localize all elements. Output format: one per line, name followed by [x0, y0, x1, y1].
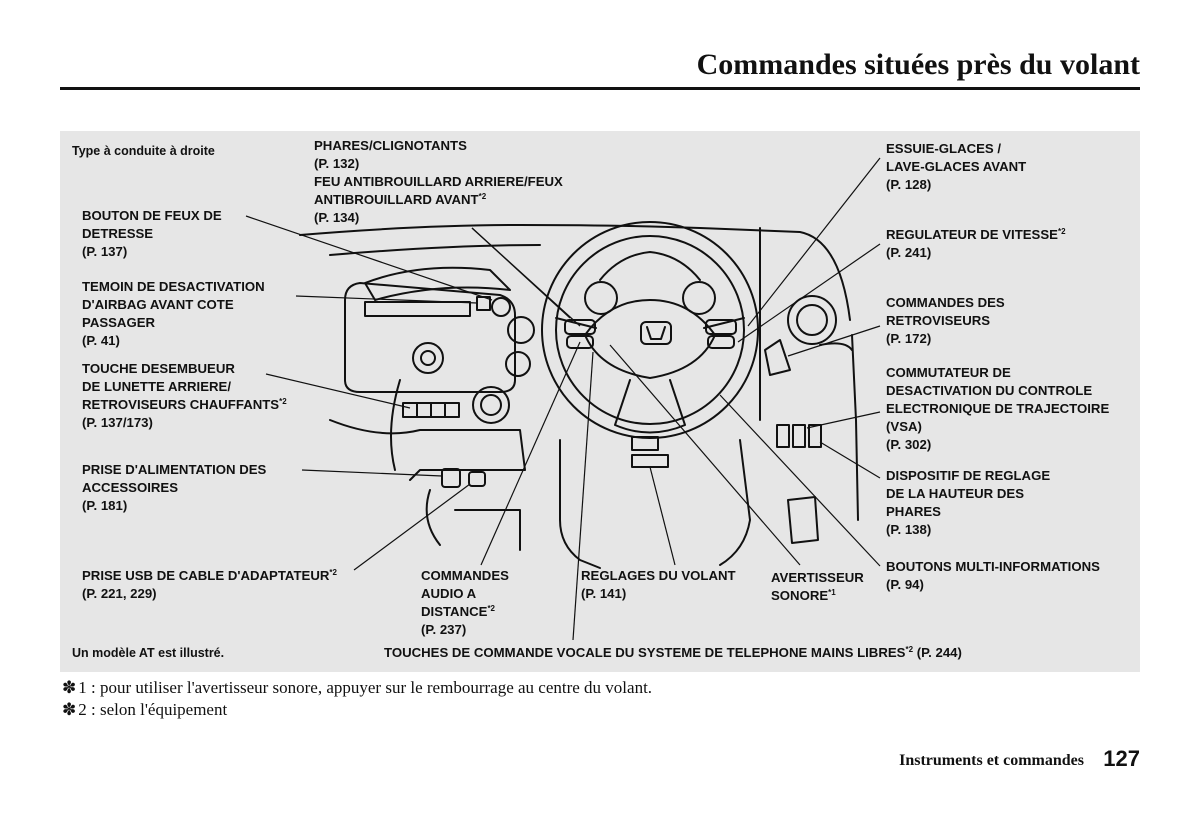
vsa-button-2 [792, 424, 806, 448]
climate-knob-big-inner [480, 394, 502, 416]
label-vsa: COMMUTATEUR DE DESACTIVATION DU CONTROLE… [886, 365, 1110, 452]
vsa-button-1 [776, 424, 790, 448]
usb-socket [468, 471, 486, 487]
leader-voice [572, 351, 594, 641]
leader-power [301, 469, 443, 477]
audio-unit [344, 282, 516, 393]
label-commande-vocale: TOUCHES DE COMMANDE VOCALE DU SYSTEME DE… [384, 645, 962, 660]
gauge-left [584, 281, 618, 315]
label-retroviseurs: COMMANDES DES RETROVISEURS (P. 172) [886, 295, 1005, 346]
dashboard-figure [60, 131, 1140, 672]
leader-cruise [737, 243, 881, 343]
label-regulateur: REGULATEUR DE VITESSE*2 (P. 241) [886, 227, 1066, 260]
center-vent [364, 266, 511, 301]
leader-phares-2 [471, 227, 571, 319]
dash-inner-line [329, 244, 541, 256]
honda-logo [640, 321, 672, 345]
column-right [719, 439, 751, 566]
vsa-button-3 [808, 424, 822, 448]
label-reglage-phares: DISPOSITIF DE REGLAGE DE LA HAUTEUR DES … [886, 468, 1051, 537]
leader-airbag [295, 295, 478, 304]
label-feux-detresse: BOUTON DE FEUX DE DETRESSE (P. 137) [82, 208, 222, 259]
audio-remote-buttons-lower [566, 335, 594, 349]
cruise-buttons-lower [707, 335, 735, 349]
label-phares-clignotants: PHARES/CLIGNOTANTS (P. 132) FEU ANTIBROU… [314, 138, 563, 225]
lower-right-switch [787, 496, 819, 544]
honda-h [646, 326, 666, 340]
drive-side-note: Type à conduite à droite [72, 144, 215, 158]
footnote-2: ✽2 : selon l'équipement [62, 700, 228, 719]
console-lower-edge [454, 509, 521, 551]
climate-knob-top [507, 316, 535, 344]
footnote-1: ✽1 : pour utiliser l'avertisseur sonore,… [62, 678, 653, 697]
asterisk-icon: ✽ [62, 678, 77, 697]
right-vent [787, 295, 837, 345]
dash-top-outline [299, 224, 851, 321]
label-multi-informations: BOUTONS MULTI-INFORMATIONS (P. 94) [886, 559, 1100, 592]
leader-headlight-adj [819, 441, 881, 479]
audio-remote-buttons [564, 319, 596, 335]
cd-slot [364, 301, 471, 317]
leader-defrost [265, 373, 411, 409]
leader-audio [480, 341, 581, 566]
climate-knob-big [472, 386, 510, 424]
label-reglages-volant: REGLAGES DU VOLANT (P. 141) [581, 568, 736, 601]
section-name: Instruments et commandes [899, 752, 1084, 769]
hazard-button-circle [491, 297, 511, 317]
climate-knob-mid [505, 351, 531, 377]
leader-usb [353, 483, 471, 571]
leader-tilt [649, 466, 676, 566]
volume-knob-inner [420, 350, 436, 366]
power-socket [441, 468, 461, 488]
leader-wipers [747, 157, 881, 327]
label-prise-alimentation: PRISE D'ALIMENTATION DES ACCESSOIRES (P.… [82, 462, 267, 513]
page-number: 127 [1103, 746, 1140, 771]
shifter-area [425, 489, 441, 546]
leader-hazard [245, 215, 493, 301]
volume-knob [412, 342, 444, 374]
gauge-hood [599, 251, 701, 281]
right-vent-inner [796, 304, 828, 336]
steering-wheel-rim [541, 221, 759, 439]
cruise-buttons [705, 319, 737, 335]
tilt-lever [631, 436, 659, 451]
label-audio-distance: COMMANDES AUDIO A DISTANCE*2 (P. 237) [421, 568, 509, 637]
label-avertisseur: AVERTISSEUR SONORE*1 [771, 570, 864, 603]
page-title: Commandes situées près du volant [696, 48, 1140, 81]
model-note: Un modèle AT est illustré. [72, 646, 225, 660]
leader-horn [609, 344, 801, 566]
label-prise-usb: PRISE USB DE CABLE D'ADAPTATEUR*2 (P. 22… [82, 568, 337, 601]
label-airbag: TEMOIN DE DESACTIVATION D'AIRBAG AVANT C… [82, 279, 265, 348]
steering-spoke-bottom [614, 379, 686, 434]
steering-wheel-inner [555, 235, 745, 425]
title-rule [60, 87, 1140, 90]
leader-mirrors [787, 325, 881, 357]
column-cover [631, 454, 669, 468]
mirror-control [764, 339, 791, 376]
gauge-right [682, 281, 716, 315]
lower-console [329, 419, 526, 481]
label-desembueur: TOUCHE DESEMBUEUR DE LUNETTE ARRIERE/ RE… [82, 361, 287, 430]
label-essuie-glaces: ESSUIE-GLACES / LAVE-GLACES AVANT (P. 12… [886, 141, 1027, 192]
column-left [559, 439, 601, 569]
leader-multi-info [719, 394, 881, 567]
asterisk-icon: ✽ [62, 700, 77, 719]
left-panel-edge [390, 379, 401, 471]
leader-vsa [806, 411, 881, 429]
right-dash-edge [851, 334, 859, 521]
spoke-right [703, 317, 745, 329]
